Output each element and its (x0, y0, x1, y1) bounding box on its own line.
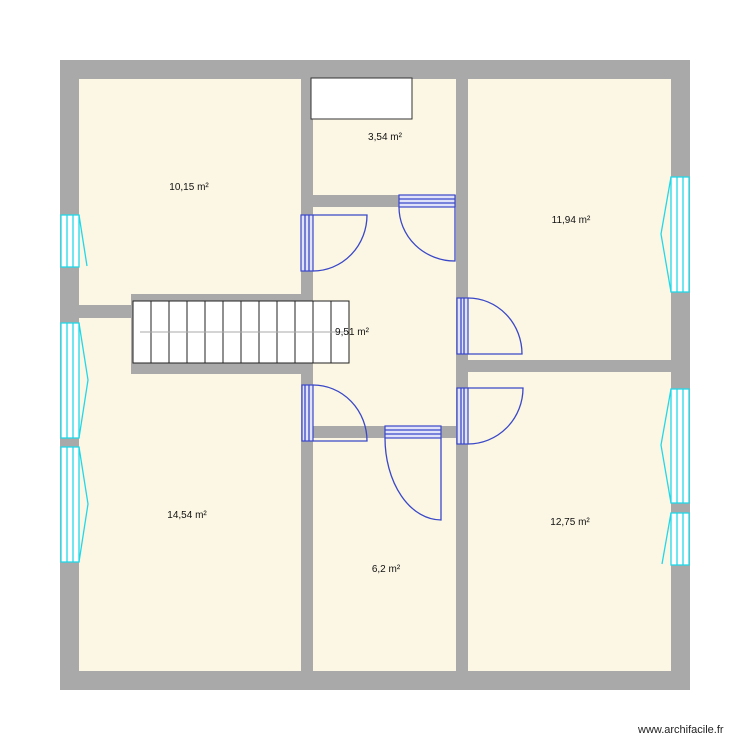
area-label-storage: 3,54 m² (368, 132, 403, 143)
wall-mid-lower (301, 374, 313, 671)
door-bath[interactable] (384, 425, 442, 521)
area-label-top-left: 10,15 m² (169, 182, 209, 193)
staircase (132, 300, 350, 364)
door-bottom-right-room[interactable] (456, 387, 524, 445)
area-label-top-right: 11,94 m² (552, 215, 591, 226)
area-label-bottom-right: 12,75 m² (550, 517, 590, 528)
closet-box (310, 77, 413, 120)
window-bottom-right-1[interactable] (660, 388, 690, 504)
room-top-right-floor[interactable] (468, 79, 671, 360)
wall-left-stub (79, 305, 131, 318)
window-bottom-left-2[interactable] (60, 446, 89, 563)
room-bath-floor[interactable] (313, 438, 456, 671)
window-top-left[interactable] (60, 214, 88, 268)
room-top-left-floor[interactable] (79, 79, 301, 305)
area-label-bath: 6,2 m² (372, 564, 401, 575)
window-top-right[interactable] (660, 176, 690, 293)
area-label-hall: 9,51 m² (335, 327, 370, 338)
door-storage[interactable] (398, 194, 456, 262)
door-top-left-room[interactable] (300, 214, 368, 272)
room-bottom-left-floor[interactable] (79, 318, 301, 671)
watermark: www.archifacile.fr (638, 724, 724, 736)
window-bottom-right-2[interactable] (661, 512, 690, 566)
window-bottom-left-1[interactable] (60, 322, 89, 439)
door-top-right-room[interactable] (456, 297, 523, 355)
door-bottom-left-room[interactable] (301, 384, 368, 442)
area-label-bottom-left: 14,54 m² (167, 510, 207, 521)
room-bottom-right-floor[interactable] (468, 372, 671, 671)
